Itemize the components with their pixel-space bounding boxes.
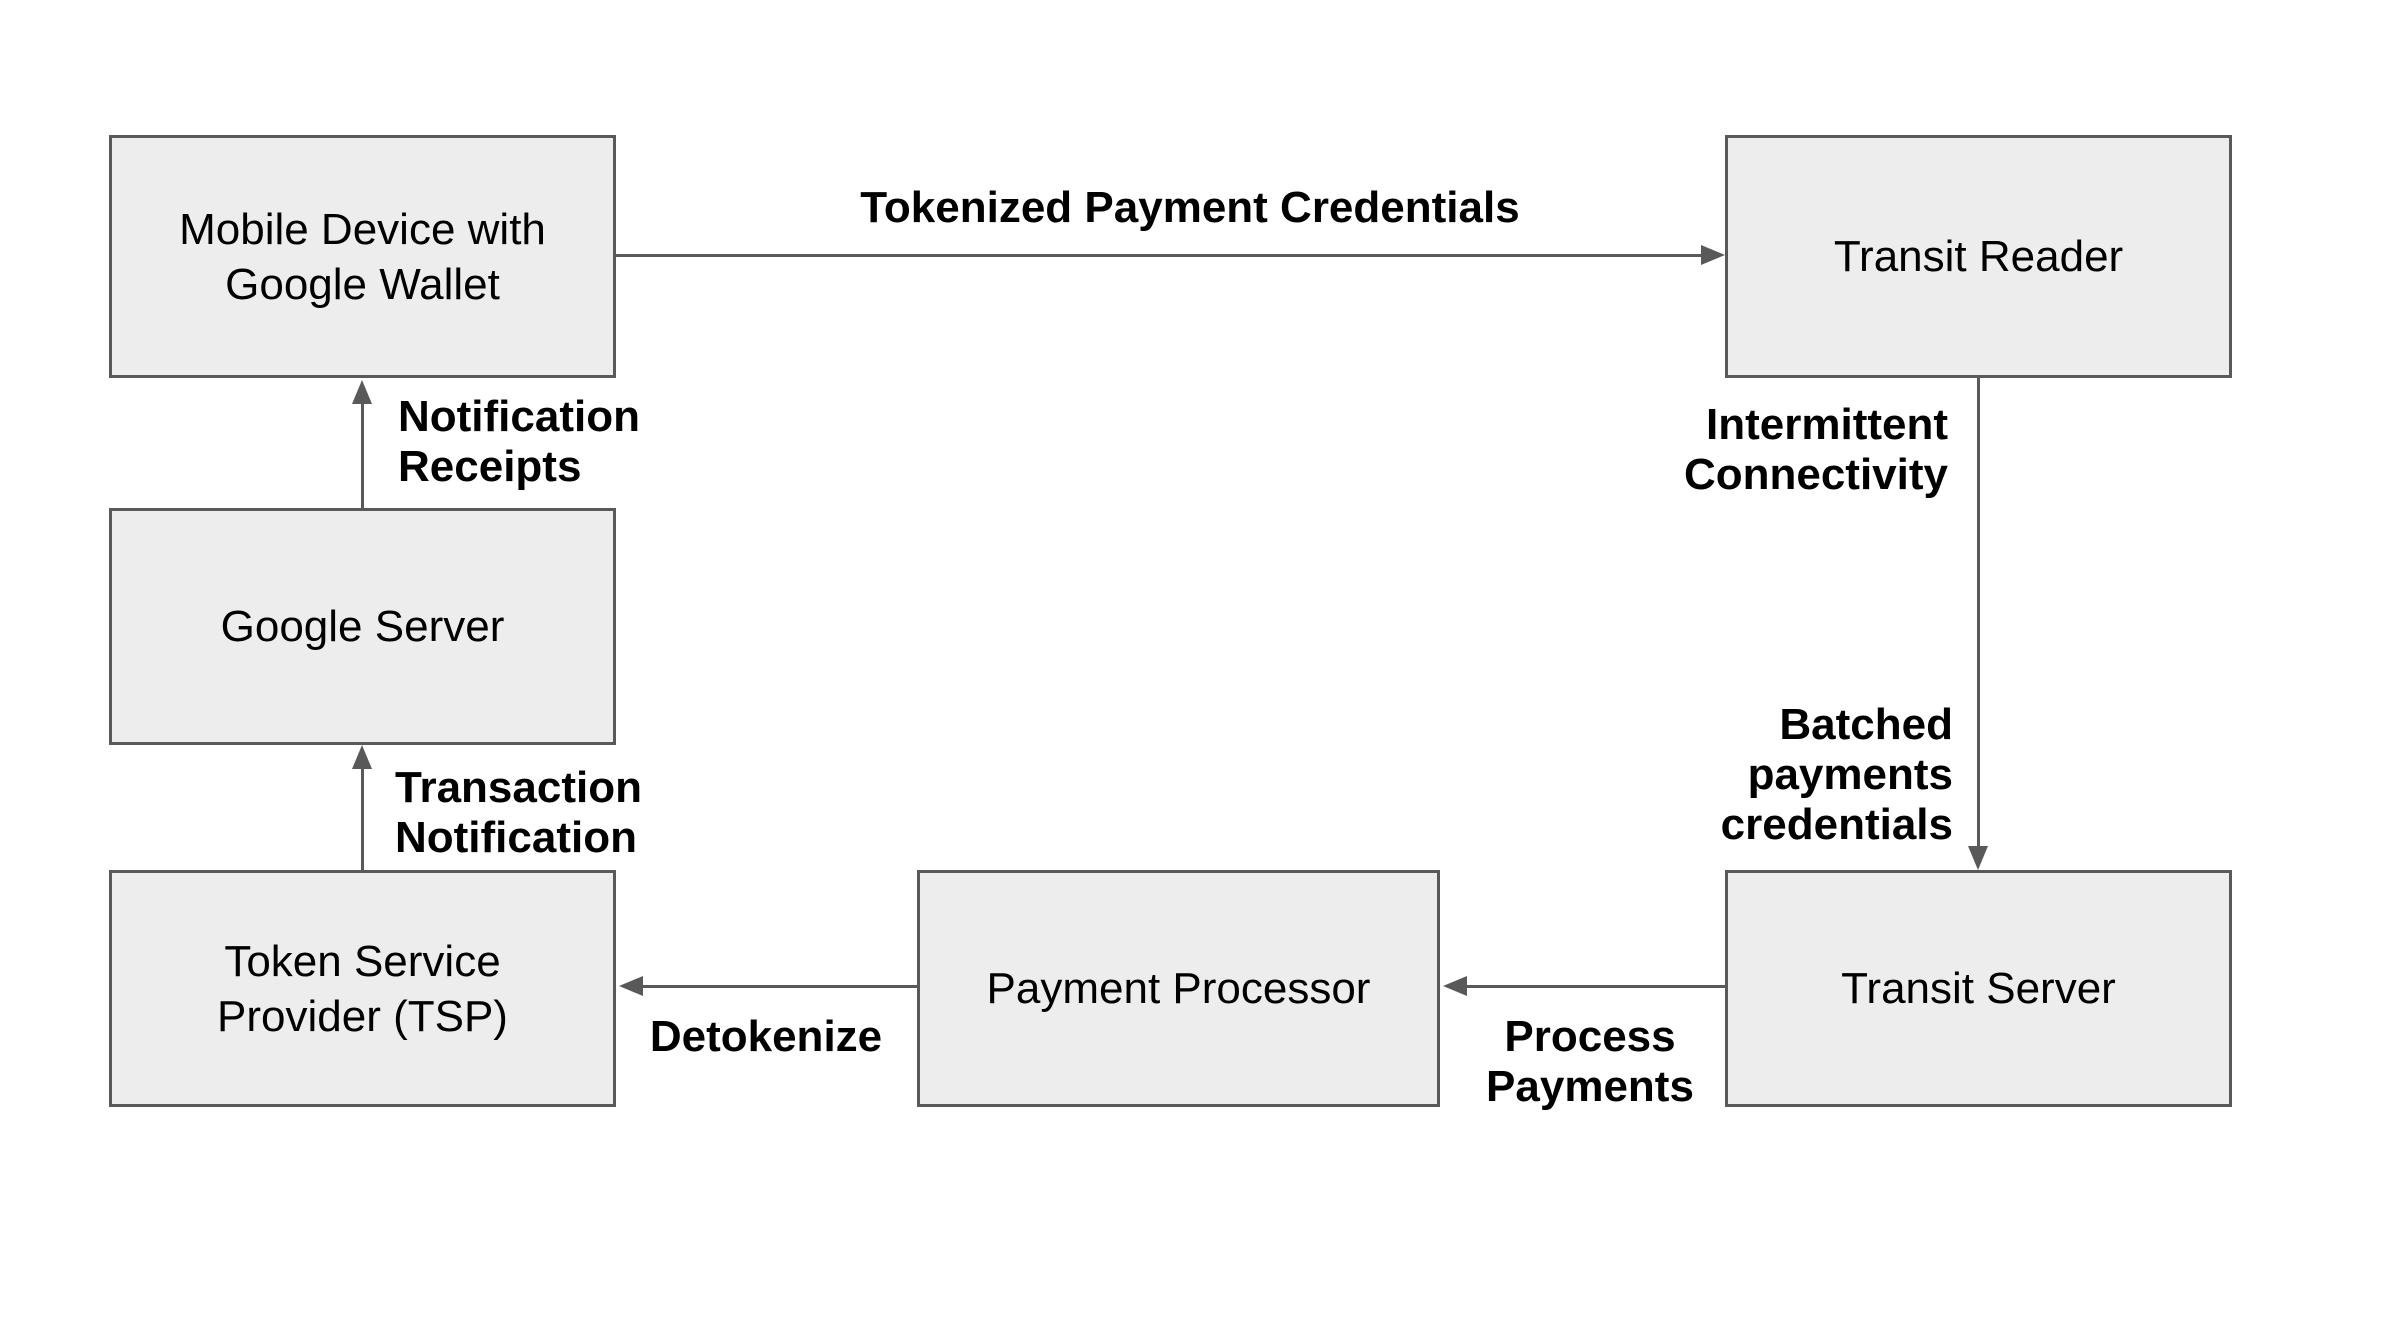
- connector-mobile-to-reader: [616, 254, 1701, 257]
- edge-label-transaction-notification: Transaction Notification: [395, 763, 642, 862]
- connector-processor-to-tsp: [643, 985, 917, 988]
- edge-label-notification-receipts: Notification Receipts: [398, 392, 640, 491]
- edge-label-detokenize: Detokenize: [649, 1012, 883, 1061]
- arrowhead-down-icon: [1968, 846, 1988, 870]
- node-mobile-device-google-wallet: Mobile Device with Google Wallet: [109, 135, 616, 378]
- node-transit-server: Transit Server: [1725, 870, 2232, 1107]
- arrowhead-left-icon: [619, 976, 643, 996]
- edge-label-batched-payments-credentials: Batched payments credentials: [1720, 700, 1953, 849]
- edge-label-intermittent-connectivity: Intermittent Connectivity: [1683, 400, 1948, 499]
- connector-reader-to-server: [1977, 378, 1980, 848]
- node-payment-processor: Payment Processor: [917, 870, 1440, 1107]
- connector-tsp-to-google: [361, 769, 364, 870]
- node-google-server: Google Server: [109, 508, 616, 745]
- node-transit-reader: Transit Reader: [1725, 135, 2232, 378]
- arrowhead-right-icon: [1701, 245, 1725, 265]
- node-token-service-provider: Token Service Provider (TSP): [109, 870, 616, 1107]
- connector-server-to-processor: [1467, 985, 1725, 988]
- arrowhead-up-icon: [352, 380, 372, 404]
- edge-label-tokenized-payment-credentials: Tokenized Payment Credentials: [860, 183, 1520, 232]
- arrowhead-up-icon: [352, 745, 372, 769]
- edge-label-process-payments: Process Payments: [1486, 1012, 1694, 1111]
- connector-google-to-mobile: [361, 404, 364, 508]
- arrowhead-left-icon: [1443, 976, 1467, 996]
